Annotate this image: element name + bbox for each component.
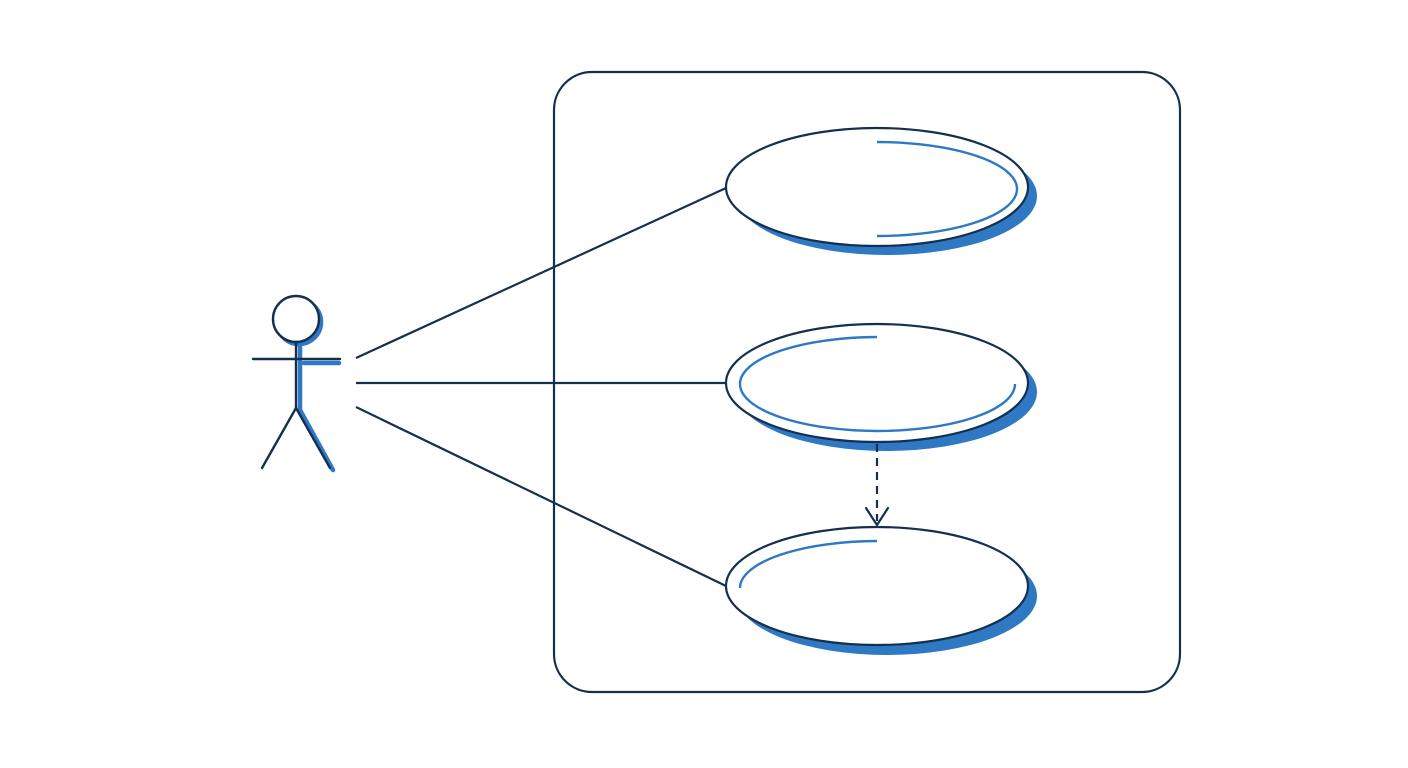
association-line-3 — [355, 406, 727, 587]
use-case-3-highlight — [738, 539, 878, 589]
use-case-2-highlight — [738, 335, 1017, 433]
use-case-1-highlight — [876, 140, 1019, 238]
use-case-2-ellipse — [724, 322, 1030, 444]
use-case-2[interactable] — [724, 322, 1037, 451]
arrowhead-icon — [864, 506, 890, 527]
use-case-3[interactable] — [724, 525, 1037, 655]
actor[interactable] — [251, 294, 342, 473]
use-case-1-ellipse — [724, 126, 1030, 248]
stick-figure-icon — [251, 294, 342, 473]
association-line-1 — [355, 187, 727, 359]
use-case-1[interactable] — [724, 126, 1037, 255]
use-case-3-ellipse — [724, 525, 1030, 647]
dependency-arrow — [864, 444, 890, 527]
